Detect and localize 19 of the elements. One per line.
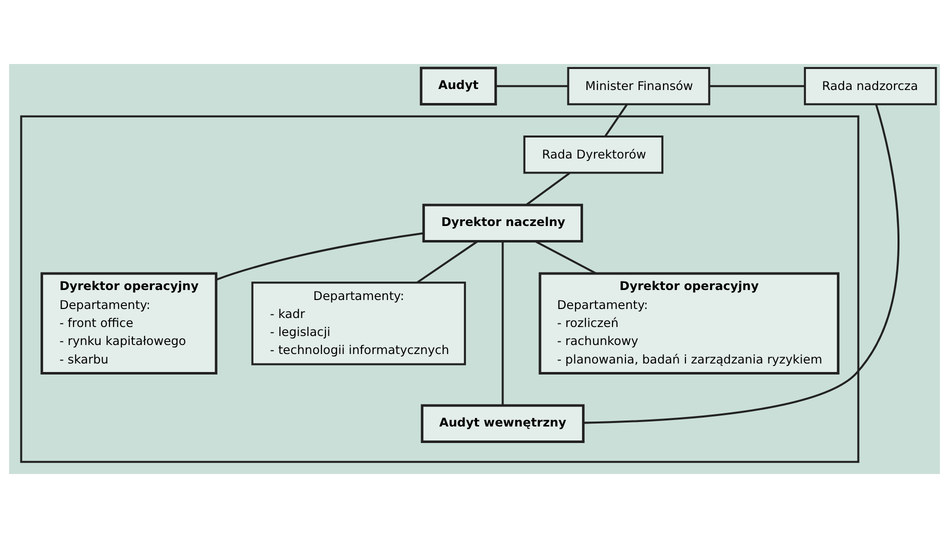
- node-box: Audyt wewnętrzny: [420, 404, 584, 443]
- node-box: Minister Finansów: [566, 66, 710, 105]
- node-box: Audyt: [419, 66, 496, 106]
- node-box: Rada Dyrektorów: [522, 135, 663, 174]
- connector: [495, 84, 568, 87]
- connector: [534, 240, 596, 274]
- connector: [604, 104, 628, 136]
- connector: [525, 172, 570, 206]
- cluster: [20, 114, 859, 462]
- node-box: Departamenty: - kadr - legislacji - technologii informatycznych: [250, 281, 466, 365]
- connector: [708, 84, 804, 87]
- node-box: Dyrektor operacyjny Departamenty: - front office - rynku kapitałowego - skarbu: [40, 272, 217, 374]
- node-box: Dyrektor naczelny: [422, 203, 583, 242]
- connector: [583, 104, 899, 424]
- node-box: Dyrektor operacyjny Departamenty: - rozliczeń - rachunkowy - planowania, badań i zarządzania ryzykiem: [538, 272, 839, 374]
- connector: [416, 240, 478, 283]
- node-box: Rada nadzorcza: [803, 66, 936, 105]
- connector: [501, 240, 504, 405]
- connector: [216, 232, 424, 280]
